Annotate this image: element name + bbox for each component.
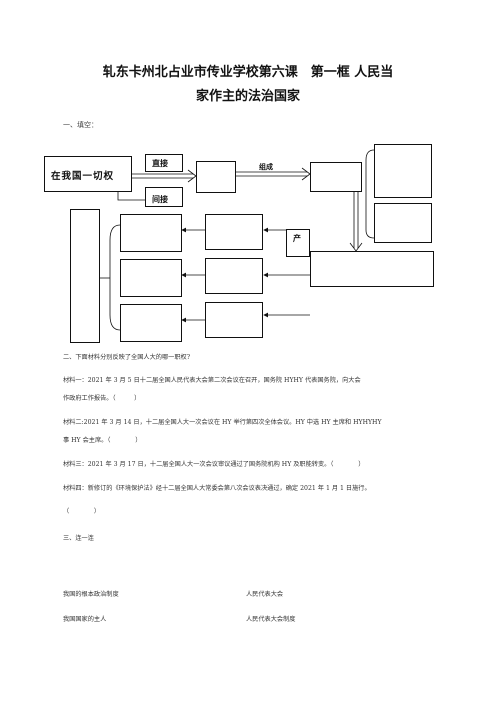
main-power-box: 在我国一切权 <box>44 156 132 192</box>
blank-box-left-tall[interactable] <box>70 209 100 343</box>
section3-heading: 三、连一连 <box>63 535 94 542</box>
indirect-label: 间接 <box>152 195 168 204</box>
section2-heading: 二、下面材料分别反映了全国人大的哪一职权? <box>63 354 191 361</box>
material-4a: 材料四：新修订的《环境保护法》经十二届全国人大常委会第八次会议表决通过，确定 2… <box>63 485 371 492</box>
produce-label: 产 <box>293 234 301 243</box>
blank-box-mid-2[interactable] <box>205 258 263 294</box>
match-left-1[interactable]: 我国的根本政治制度 <box>63 591 119 598</box>
main-power-label: 在我国一切权 <box>51 171 115 182</box>
match-left-2[interactable]: 我国国家的主人 <box>63 616 107 623</box>
material-2b: 事 HY 会主席。（ ） <box>63 437 142 444</box>
blank-box-2[interactable] <box>196 161 236 193</box>
material-3: 材料三：2021 年 3 月 17 日，十二届全国人大一次会议审议通过了国务院机… <box>63 461 365 468</box>
produce-label-box: 产 <box>286 229 310 257</box>
page-title-line1: 轧东卡州北占业市传业学校第六课 第一框 人民当 <box>102 65 394 80</box>
blank-box-top-right-2[interactable] <box>374 203 432 243</box>
blank-box-left-3[interactable] <box>120 304 182 342</box>
match-right-1[interactable]: 人民代表大会 <box>246 591 284 598</box>
page-title-line2: 家作主的法治国家 <box>195 89 300 104</box>
indirect-label-box: 间接 <box>145 187 183 207</box>
blank-box-3[interactable]: 组成 <box>259 162 362 192</box>
direct-label: 直接 <box>152 159 168 168</box>
blank-box-left-1[interactable] <box>120 214 182 252</box>
material-1b: 作政府工作报告。（ ） <box>63 395 141 402</box>
blank-box-mid-3[interactable] <box>205 302 263 338</box>
blank-box-left-2[interactable] <box>120 259 182 297</box>
blank-box-mid-1[interactable] <box>205 214 263 250</box>
section1-heading: 一、填空： <box>63 121 98 129</box>
organize-label: 组成 <box>259 163 273 171</box>
match-right-2[interactable]: 人民代表大会制度 <box>246 616 296 623</box>
blank-box-bottom-right[interactable] <box>310 251 434 287</box>
material-4b: （ ） <box>63 508 101 515</box>
material-2a: 材料二:2021 年 3 月 14 日，十二届全国人大一次会议在 HY 举行第四… <box>63 419 382 426</box>
direct-label-box: 直接 <box>145 154 183 172</box>
blank-box-top-right-1[interactable] <box>374 144 432 198</box>
material-1a: 材料一：2021 年 3 月 5 日十二届全国人民代表大会第二次会议在召开，国务… <box>63 377 361 384</box>
